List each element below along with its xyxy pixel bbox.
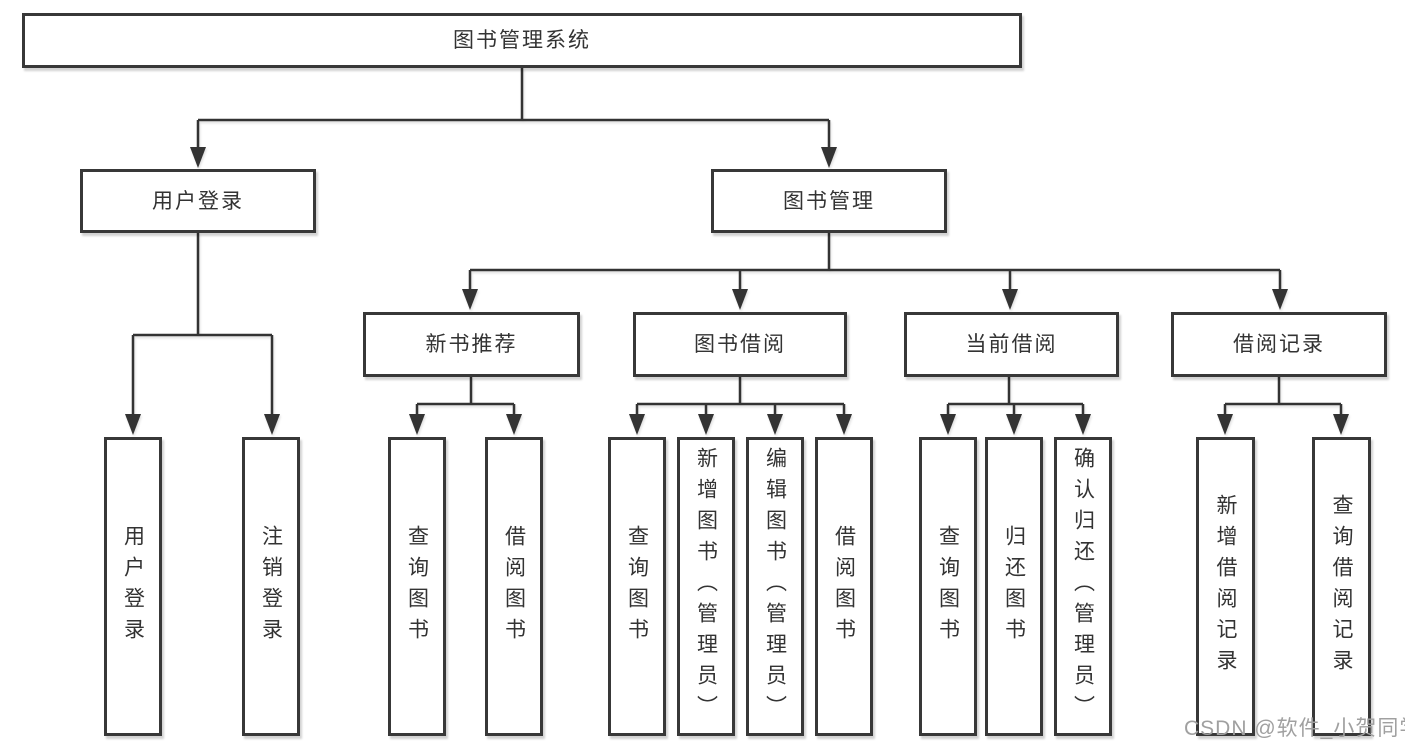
node-label: 图书借阅 xyxy=(694,333,786,356)
node-label: 确认归还（管理员） xyxy=(1071,447,1095,726)
node-label: 查询图书 xyxy=(625,524,649,649)
node-book-management: 图书管理 xyxy=(711,169,947,233)
leaf-return-book: 归还图书 xyxy=(985,437,1043,736)
node-current-borrow: 当前借阅 xyxy=(904,312,1119,377)
leaf-query-books-3: 查询图书 xyxy=(919,437,977,736)
node-user-login: 用户登录 xyxy=(80,169,316,233)
connector-path xyxy=(131,68,1343,415)
leaf-confirm-return-admin: 确认归还（管理员） xyxy=(1054,437,1112,736)
leaf-add-borrow-record: 新增借阅记录 xyxy=(1196,437,1255,736)
leaf-borrow-books-2: 借阅图书 xyxy=(815,437,873,736)
node-label: 借阅记录 xyxy=(1233,333,1325,356)
arrowheads xyxy=(125,147,1349,435)
node-label: 图书管理系统 xyxy=(453,29,591,52)
leaf-query-books-1: 查询图书 xyxy=(388,437,446,736)
node-label: 借阅图书 xyxy=(502,524,526,649)
leaf-borrow-books-1: 借阅图书 xyxy=(485,437,543,736)
node-label: 图书管理 xyxy=(783,189,875,213)
leaf-query-borrow-record: 查询借阅记录 xyxy=(1312,437,1371,736)
node-label: 编辑图书（管理员） xyxy=(763,447,787,726)
leaf-add-book-admin: 新增图书（管理员） xyxy=(677,437,735,736)
node-label: 借阅图书 xyxy=(832,524,856,649)
node-label: 查询图书 xyxy=(936,524,960,649)
leaf-query-books-2: 查询图书 xyxy=(608,437,666,736)
leaf-user-login: 用户登录 xyxy=(104,437,162,736)
node-label: 新增图书（管理员） xyxy=(694,447,718,726)
node-label: 查询借阅记录 xyxy=(1330,493,1353,680)
node-system: 图书管理系统 xyxy=(22,13,1022,68)
leaf-edit-book-admin: 编辑图书（管理员） xyxy=(746,437,804,736)
node-label: 新增借阅记录 xyxy=(1214,493,1237,680)
node-label: 当前借阅 xyxy=(965,333,1058,356)
node-label: 新书推荐 xyxy=(425,333,518,356)
leaf-logout: 注销登录 xyxy=(242,437,300,736)
node-label: 注销登录 xyxy=(259,524,283,649)
node-book-borrow: 图书借阅 xyxy=(633,312,847,377)
watermark: CSDN @软件_小贺同学 xyxy=(1184,717,1405,740)
node-label: 归还图书 xyxy=(1002,524,1026,649)
node-label: 用户登录 xyxy=(121,524,145,649)
node-label: 查询图书 xyxy=(405,524,429,649)
node-new-book-recommend: 新书推荐 xyxy=(363,312,580,377)
node-borrow-records: 借阅记录 xyxy=(1171,312,1387,377)
node-label: 用户登录 xyxy=(152,189,244,213)
